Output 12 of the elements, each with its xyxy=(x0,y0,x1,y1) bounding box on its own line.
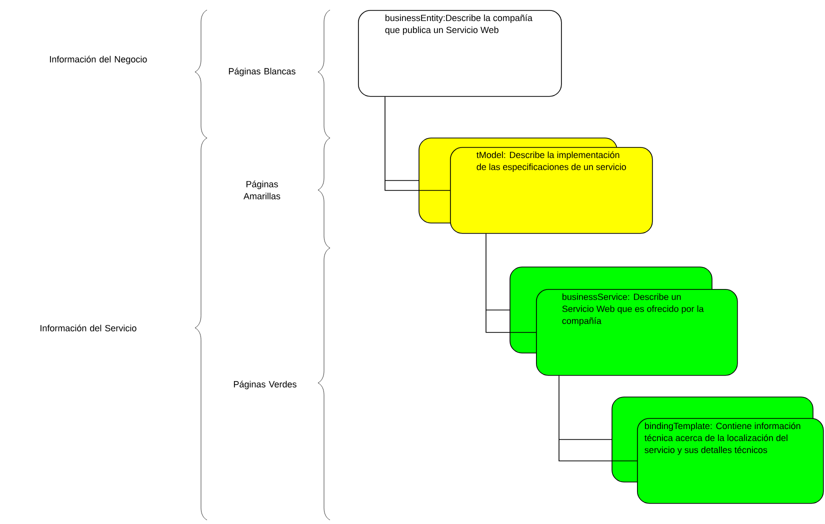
section-label: Páginas Amarillas xyxy=(244,180,280,200)
section-label: Páginas Blancas xyxy=(228,68,296,76)
stacked-card: bindingTemplate: Contiene información técnica acerca de la localización del servicio y sus detalles técnicos xyxy=(558,396,824,504)
connector-line xyxy=(558,375,638,462)
stacked-card: tModel: Describe la implementación de las especificaciones de un servicio xyxy=(384,138,653,234)
connector-line xyxy=(384,96,450,191)
section-label: Páginas Verdes xyxy=(234,380,296,390)
section-label: Información del Negocio xyxy=(50,56,147,64)
stacked-card: businessService: Describe un Servicio Web que es ofrecido por la compañía xyxy=(486,266,738,376)
section-label: Información del Servicio xyxy=(40,324,136,332)
description-card: businessEntity:Describe la compañía que publica un Servicio Web xyxy=(358,10,562,97)
connector-line xyxy=(486,233,536,333)
